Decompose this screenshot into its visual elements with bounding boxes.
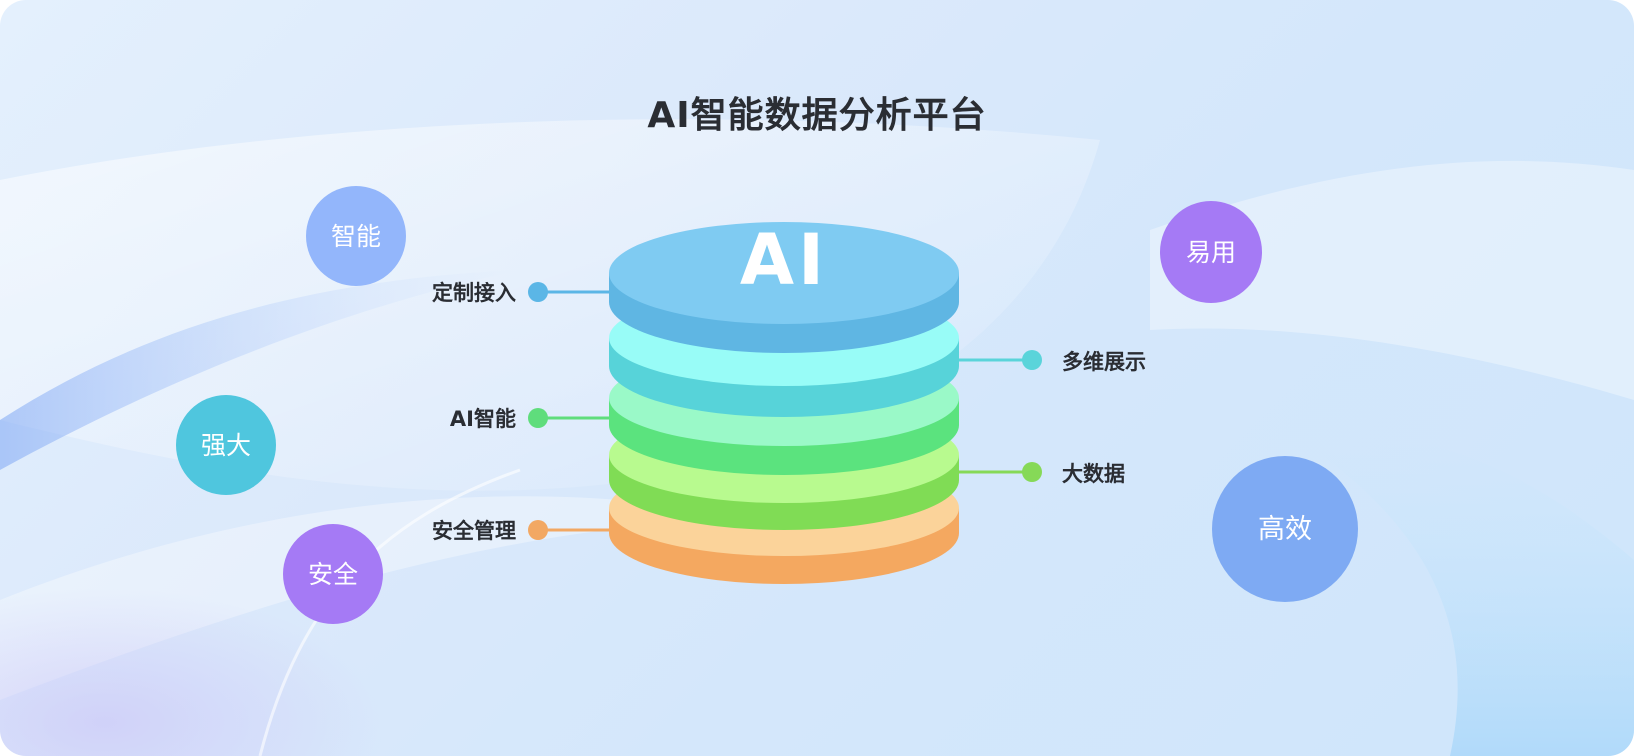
badge-easy-to-use: 易用 (1160, 201, 1262, 303)
connector-dot-multidim-display (1022, 350, 1042, 370)
disk-blue-top (609, 222, 959, 353)
disk-stack: AI (609, 219, 959, 584)
feature-label-multidim-display: 多维展示 (1062, 350, 1146, 374)
badge-powerful: 强大 (176, 395, 276, 495)
badge-label-powerful: 强大 (201, 431, 251, 460)
feature-label-custom-access: 定制接入 (432, 281, 516, 305)
badge-secure: 安全 (283, 524, 383, 624)
badge-label-easy-to-use: 易用 (1186, 238, 1236, 267)
badge-label-intelligent: 智能 (331, 222, 381, 251)
connector-dot-big-data (1022, 462, 1042, 482)
connector-dot-custom-access (528, 282, 548, 302)
badge-label-secure: 安全 (308, 560, 358, 589)
feature-label-ai-intelligence: AI智能 (450, 407, 516, 431)
connectors: 定制接入 多维展示 AI智能 大数据 安全管理 (432, 281, 1146, 543)
badge-label-efficient: 高效 (1258, 514, 1312, 545)
connector-dot-security-management (528, 520, 548, 540)
core-ai-label: AI (740, 219, 828, 301)
feature-label-big-data: 大数据 (1062, 462, 1125, 486)
feature-label-security-management: 安全管理 (432, 519, 516, 543)
connector-dot-ai-intelligence (528, 408, 548, 428)
badges: 智能 强大 安全 易用 高效 (176, 186, 1358, 624)
page-title: AI智能数据分析平台 (647, 95, 987, 136)
badge-efficient: 高效 (1212, 456, 1358, 602)
badge-intelligent: 智能 (306, 186, 406, 286)
